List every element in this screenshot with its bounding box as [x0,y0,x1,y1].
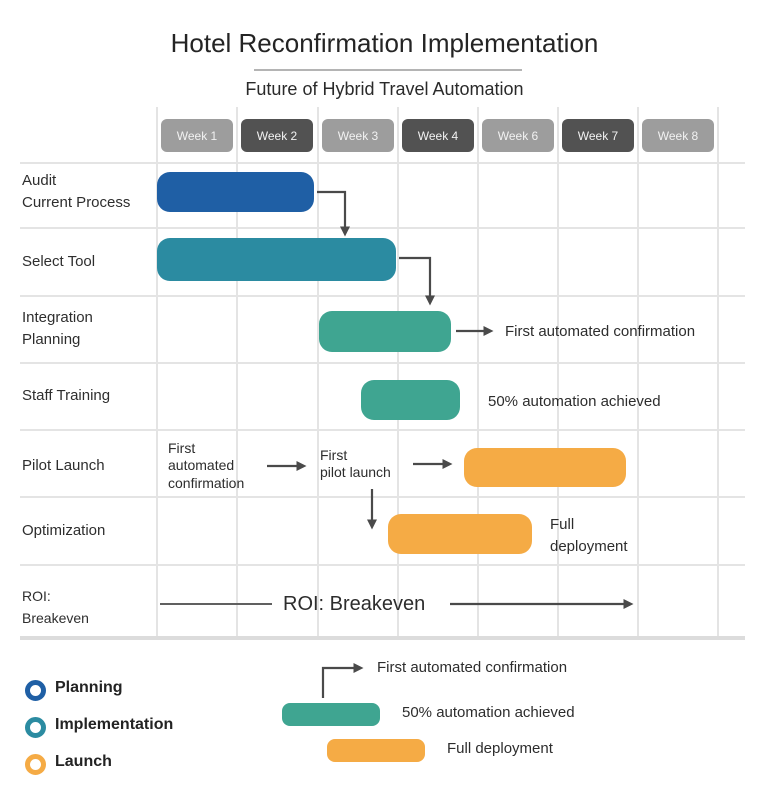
legend-milestone-green-label: 50% automation achieved [402,704,575,721]
legend-launch-label: Launch [55,753,112,770]
row-label-select-tool: Select Tool [22,253,96,270]
legend-implementation-ring-icon [25,716,46,738]
page-subtitle: Future of Hybrid Travel Automation [245,79,524,99]
annotation-first-automated-confirmation: First automated confirmation [505,323,696,340]
bar-audit-current-process [157,172,314,212]
page-title: Hotel Reconfirmation Implementation [170,28,599,58]
week-header-week-3: Week 3 [322,119,394,152]
grid-line-vertical-7 [717,107,719,636]
grid-line-vertical-6 [637,107,639,636]
grid-line-vertical-0 [156,107,158,636]
bar-select-tool [157,238,396,281]
grid-line-horizontal-3 [20,362,745,364]
week-header-week-8: Week 8 [642,119,714,152]
grid-line-horizontal-4 [20,429,745,431]
legend-planning-ring-icon [25,679,46,701]
grid-line-vertical-4 [477,107,479,636]
legend-implementation-label: Implementation [55,716,174,733]
legend-arrow-first-automated-confirmation [321,663,364,698]
bar-integration-planning [319,311,451,352]
grid-line-vertical-3 [397,107,399,636]
legend-milestone-orange-label: Full deployment [447,740,553,757]
week-header-week-2: Week 2 [241,119,313,152]
week-header-week-1: Week 1 [161,119,233,152]
grid-line-vertical-2 [317,107,319,636]
legend-planning-label: Planning [55,679,123,696]
grid-line-vertical-5 [557,107,559,636]
grid-bottom-line [20,636,745,640]
bar-staff-training [361,380,460,420]
bar-optimization [388,514,532,554]
legend-launch-ring-icon [25,753,46,775]
grid-line-horizontal-6 [20,564,745,566]
legend-orange-bar-icon [327,739,425,762]
row-label-optimization: Optimization [22,522,106,539]
title-underline [254,69,522,71]
grid-line-vertical-1 [236,107,238,636]
legend-green-bar-icon [282,703,380,726]
week-header-week-4: Week 4 [402,119,474,152]
row-label-pilot-launch: Pilot Launch [22,457,105,474]
bar-pilot-launch [464,448,626,487]
annotation-50-percent-automation: 50% automation achieved [488,393,661,410]
annotation-roi-breakeven-big: ROI: Breakeven [283,593,426,615]
week-header-week-7: Week 7 [562,119,634,152]
row-label-roi-breakeven: ROI:Breakeven [22,588,89,626]
grid-line-horizontal-2 [20,295,745,297]
week-header-week-6: Week 6 [482,119,554,152]
grid-line-horizontal-0 [20,162,745,164]
grid-line-horizontal-1 [20,227,745,229]
grid-line-horizontal-5 [20,496,745,498]
arrow-select-to-integration [399,256,435,306]
row-label-staff-training: Staff Training [22,387,111,404]
legend-milestone-arrow-label: First automated confirmation [377,659,568,676]
arrow-audit-to-select [317,190,350,237]
